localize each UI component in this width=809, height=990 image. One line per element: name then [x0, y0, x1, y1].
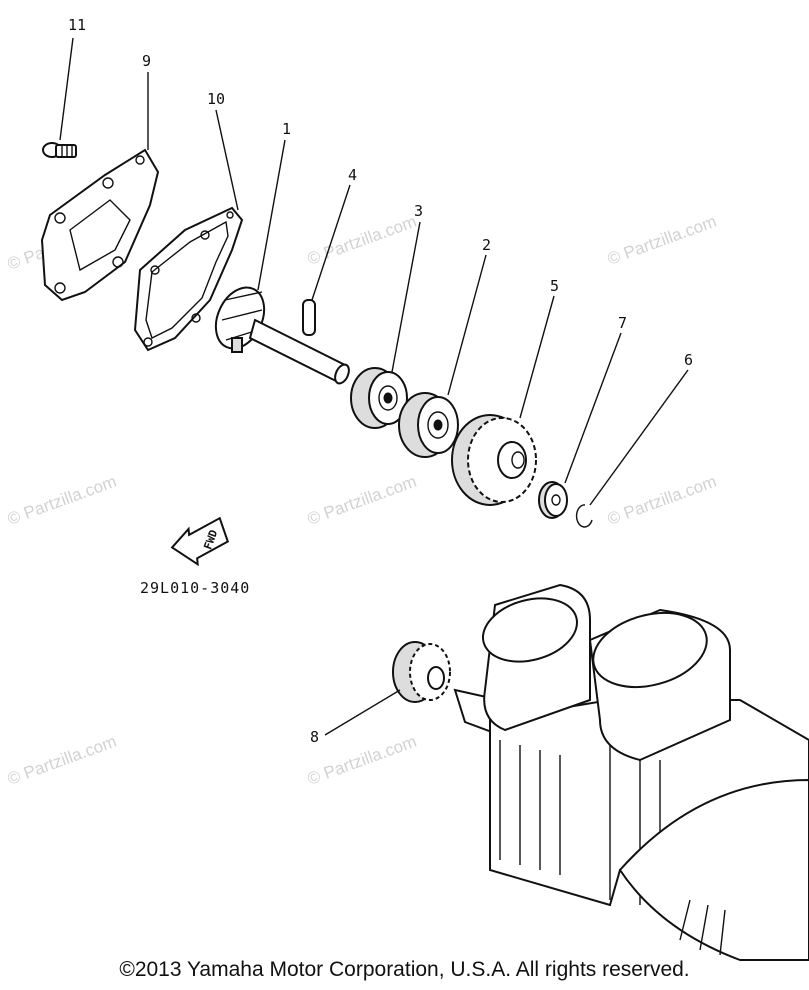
bearing-part-2: [398, 392, 459, 458]
bearing-part-3: [350, 367, 408, 429]
callout-10: 10: [207, 90, 225, 108]
watermark: © Partzilla.com: [305, 472, 419, 529]
watermark: © Partzilla.com: [305, 732, 419, 789]
callout-8: 8: [310, 728, 319, 746]
drive-gear-part-8: [392, 641, 501, 737]
watermark: © Partzilla.com: [605, 212, 719, 269]
gasket-part-10: [133, 206, 244, 352]
circlip-part-6: [575, 504, 593, 528]
callout-labels: 11 9 10 1 4 3 2 5 7 6 8: [68, 16, 693, 746]
callout-1: 1: [282, 120, 291, 138]
pin-part-4: [302, 299, 316, 336]
leader-lines: [59, 37, 689, 736]
pump-cover-part-9: [40, 148, 160, 302]
callout-3: 3: [414, 202, 423, 220]
callout-4: 4: [348, 166, 357, 184]
callout-5: 5: [550, 277, 559, 295]
watermark: © Partzilla.com: [605, 472, 719, 529]
fwd-arrow-icon: FWD: [170, 516, 230, 567]
gear-part-5: [451, 414, 537, 506]
watermark: © Partzilla.com: [305, 212, 419, 269]
callout-6: 6: [684, 351, 693, 369]
watermark: © Partzilla.com: [5, 472, 119, 529]
callout-11: 11: [68, 16, 86, 34]
callout-2: 2: [482, 236, 491, 254]
callout-9: 9: [142, 52, 151, 70]
callout-7: 7: [618, 314, 627, 332]
bolt-part-11: [42, 142, 77, 158]
diagram-code: 29L010-3040: [140, 579, 250, 597]
copyright-notice: ©2013 Yamaha Motor Corporation, U.S.A. A…: [119, 958, 690, 981]
impeller-shaft-part-1: [214, 286, 350, 385]
washer-part-7: [538, 481, 568, 519]
watermark: © Partzilla.com: [5, 732, 119, 789]
crankcase-assembly: [481, 583, 809, 961]
